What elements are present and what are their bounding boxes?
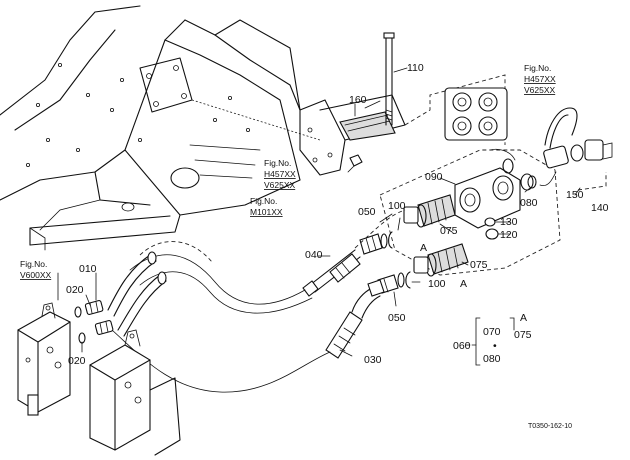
callout-030: 030 [364, 354, 382, 366]
callout-090: 090 [425, 171, 443, 183]
detail-box-top-right [404, 74, 508, 145]
legend-dot: • [493, 340, 497, 352]
quick-coupler-upper [403, 194, 456, 228]
callout-050-upper: 050 [358, 206, 376, 218]
leader-lines [57, 100, 581, 357]
callout-140: 140 [591, 202, 609, 214]
callout-050-lower: 050 [388, 312, 406, 324]
marker-a-upper: A [420, 242, 427, 254]
hose-030 [325, 279, 385, 359]
callout-100-lower: 100 [428, 278, 446, 290]
quick-coupler-lower [413, 243, 469, 277]
path-dash-2 [139, 241, 213, 263]
figref-title-mid: Fig.No. [264, 158, 291, 168]
figref-line1-m101: M101XX [250, 207, 283, 217]
control-valve [17, 302, 181, 456]
leader-line [191, 99, 321, 141]
callout-040: 040 [305, 249, 323, 261]
group-bracket-140 [577, 172, 607, 191]
figref-line2-mid: V625XX [264, 180, 296, 190]
hose-040 [302, 249, 361, 297]
callout-020-upper: 020 [66, 284, 84, 296]
callout-150: 150 [566, 189, 584, 201]
callout-080-legend: 080 [483, 353, 501, 365]
callout-120: 120 [500, 229, 518, 241]
callout-075-lower: 075 [470, 259, 488, 271]
coupler-block-090 [454, 167, 521, 229]
callout-130: 130 [500, 216, 518, 228]
marker-a-lower: A [460, 278, 467, 290]
callout-110: 110 [407, 62, 424, 74]
coupler-bracket [299, 94, 406, 176]
callout-060: 060 [453, 340, 471, 352]
dust-cap-assembly [489, 107, 613, 191]
callout-020-lower: 020 [68, 355, 86, 367]
figref-line2-top-right: V625XX [524, 85, 556, 95]
path-dash-1 [354, 209, 406, 249]
figref-title-v600: Fig.No. [20, 259, 47, 269]
coupler-group-outline [379, 149, 561, 276]
nuts-120-130 [484, 217, 511, 240]
callout-075-upper: 075 [440, 225, 458, 237]
legend-bracket [465, 317, 515, 366]
callout-070: 070 [483, 326, 501, 338]
drawing-code: T0350-162-10 [528, 423, 572, 430]
callout-100-upper: 100 [388, 200, 406, 212]
callout-075-legend: 075 [514, 329, 532, 341]
figref-title-top-right: Fig.No. [524, 63, 551, 73]
callout-080-mid: 080 [520, 197, 538, 209]
figref-line1-top-right: H457XX [524, 74, 556, 84]
figref-line1-mid: H457XX [264, 169, 296, 179]
marker-a-legend: A [520, 312, 527, 324]
figref-line1-v600: V600XX [20, 270, 52, 280]
callout-010: 010 [79, 263, 97, 275]
tractor-frame [0, 5, 301, 251]
fittings-upper [359, 231, 393, 255]
figref-title-m101: Fig.No. [250, 196, 277, 206]
callout-160: 160 [349, 94, 367, 106]
bolt-110 [383, 32, 408, 126]
